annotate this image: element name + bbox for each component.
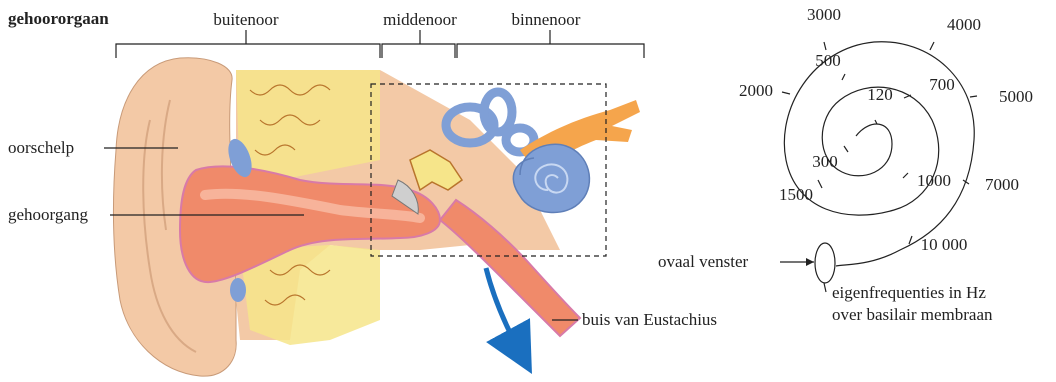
ear-illustration: [113, 58, 640, 376]
inner-ear-label: binnenoor: [512, 10, 581, 29]
diagram-title: gehoororgaan: [8, 9, 109, 28]
freq-7000: 7000: [985, 175, 1019, 194]
outer-ear-bracket: [116, 30, 380, 58]
eustachian-label: buis van Eustachius: [582, 310, 717, 329]
freq-5000: 5000: [999, 87, 1033, 106]
caption-leader: [824, 283, 826, 292]
section-brackets: [116, 30, 644, 58]
cartilage-lower: [230, 278, 246, 302]
spiral-caption-line2: over basilair membraan: [832, 305, 993, 324]
middle-ear-label: middenoor: [383, 10, 457, 29]
freq-1000: 1000: [917, 171, 951, 190]
oval-window: [815, 243, 835, 283]
freq-700: 700: [929, 75, 955, 94]
freq-120: 120: [867, 85, 893, 104]
freq-300: 300: [812, 152, 838, 171]
outer-ear-label: buitenoor: [213, 10, 278, 29]
middle-ear-bracket: [382, 30, 455, 58]
inner-ear-bracket: [457, 30, 644, 58]
oval-window-label: ovaal venster: [658, 252, 748, 271]
spiral-caption-line1: eigenfrequenties in Hz: [832, 283, 986, 302]
freq-3000: 3000: [807, 5, 841, 24]
freq-2000: 2000: [739, 81, 773, 100]
freq-1500: 1500: [779, 185, 813, 204]
freq-4000: 4000: [947, 15, 981, 34]
auricle-label: oorschelp: [8, 138, 74, 157]
freq-10000: 10 000: [921, 235, 968, 254]
freq-500: 500: [815, 51, 841, 70]
ear-canal-label: gehoorgang: [8, 205, 88, 224]
oval-window-arrowhead: [806, 258, 814, 266]
